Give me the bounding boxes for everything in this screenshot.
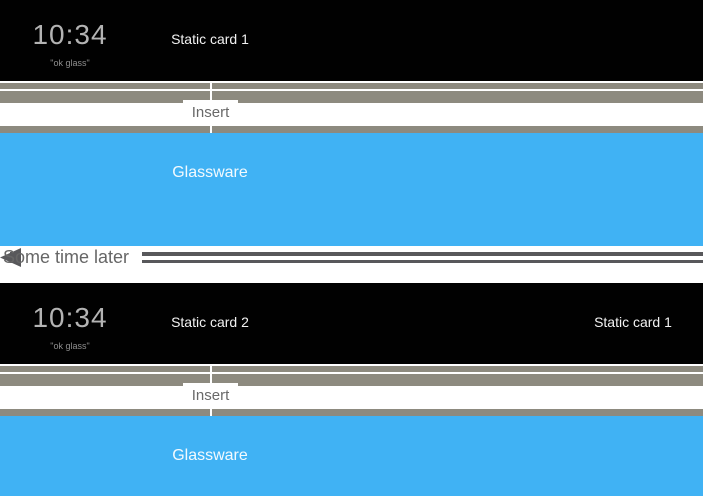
ok-glass-hotword: "ok glass" (50, 58, 90, 68)
insert-row-gap (0, 386, 703, 409)
timeline-strip-bottom (0, 126, 703, 133)
transition-label: Some time later (3, 247, 130, 267)
glassware-card: Glassware (0, 416, 703, 496)
home-clock-card: 10:34 "ok glass" (0, 283, 140, 364)
timeline-state-after: 10:34 "ok glass" Static card 2 Static ca… (0, 283, 703, 496)
glassware-label: Glassware (172, 447, 248, 464)
timeline-strip-lower (0, 91, 703, 103)
ok-glass-hotword: "ok glass" (50, 341, 90, 351)
static-card-label: Static card 1 (594, 314, 672, 330)
insert-marker: Insert (183, 383, 238, 409)
glassware-card: Glassware (0, 133, 703, 246)
arrow-label-background (16, 246, 142, 268)
glassware-label: Glassware (172, 164, 248, 181)
timeline-bar: 10:34 "ok glass" Static card 2 Static ca… (0, 283, 703, 364)
some-time-later-arrow: Some time later (0, 245, 703, 269)
left-arrowhead-icon (0, 248, 21, 267)
clock-time: 10:34 (32, 19, 108, 50)
timeline-strip-lower (0, 374, 703, 386)
timeline-strip-bottom (0, 409, 703, 416)
arrow-shaft-bottom (10, 259, 703, 263)
static-card-label: Static card 1 (171, 31, 249, 47)
timeline-state-before: 10:34 "ok glass" Static card 1 Insert Gl… (0, 0, 703, 246)
arrow-shaft-top (10, 252, 703, 256)
insert-row-gap (0, 103, 703, 126)
insert-marker: Insert (183, 100, 238, 126)
timeline-bar: 10:34 "ok glass" Static card 1 (0, 0, 703, 81)
timeline-strip-upper (0, 366, 703, 372)
timeline-strip-upper (0, 83, 703, 89)
clock-time: 10:34 (32, 302, 108, 333)
static-card-label: Static card 2 (171, 314, 249, 330)
home-clock-card: 10:34 "ok glass" (0, 0, 140, 81)
